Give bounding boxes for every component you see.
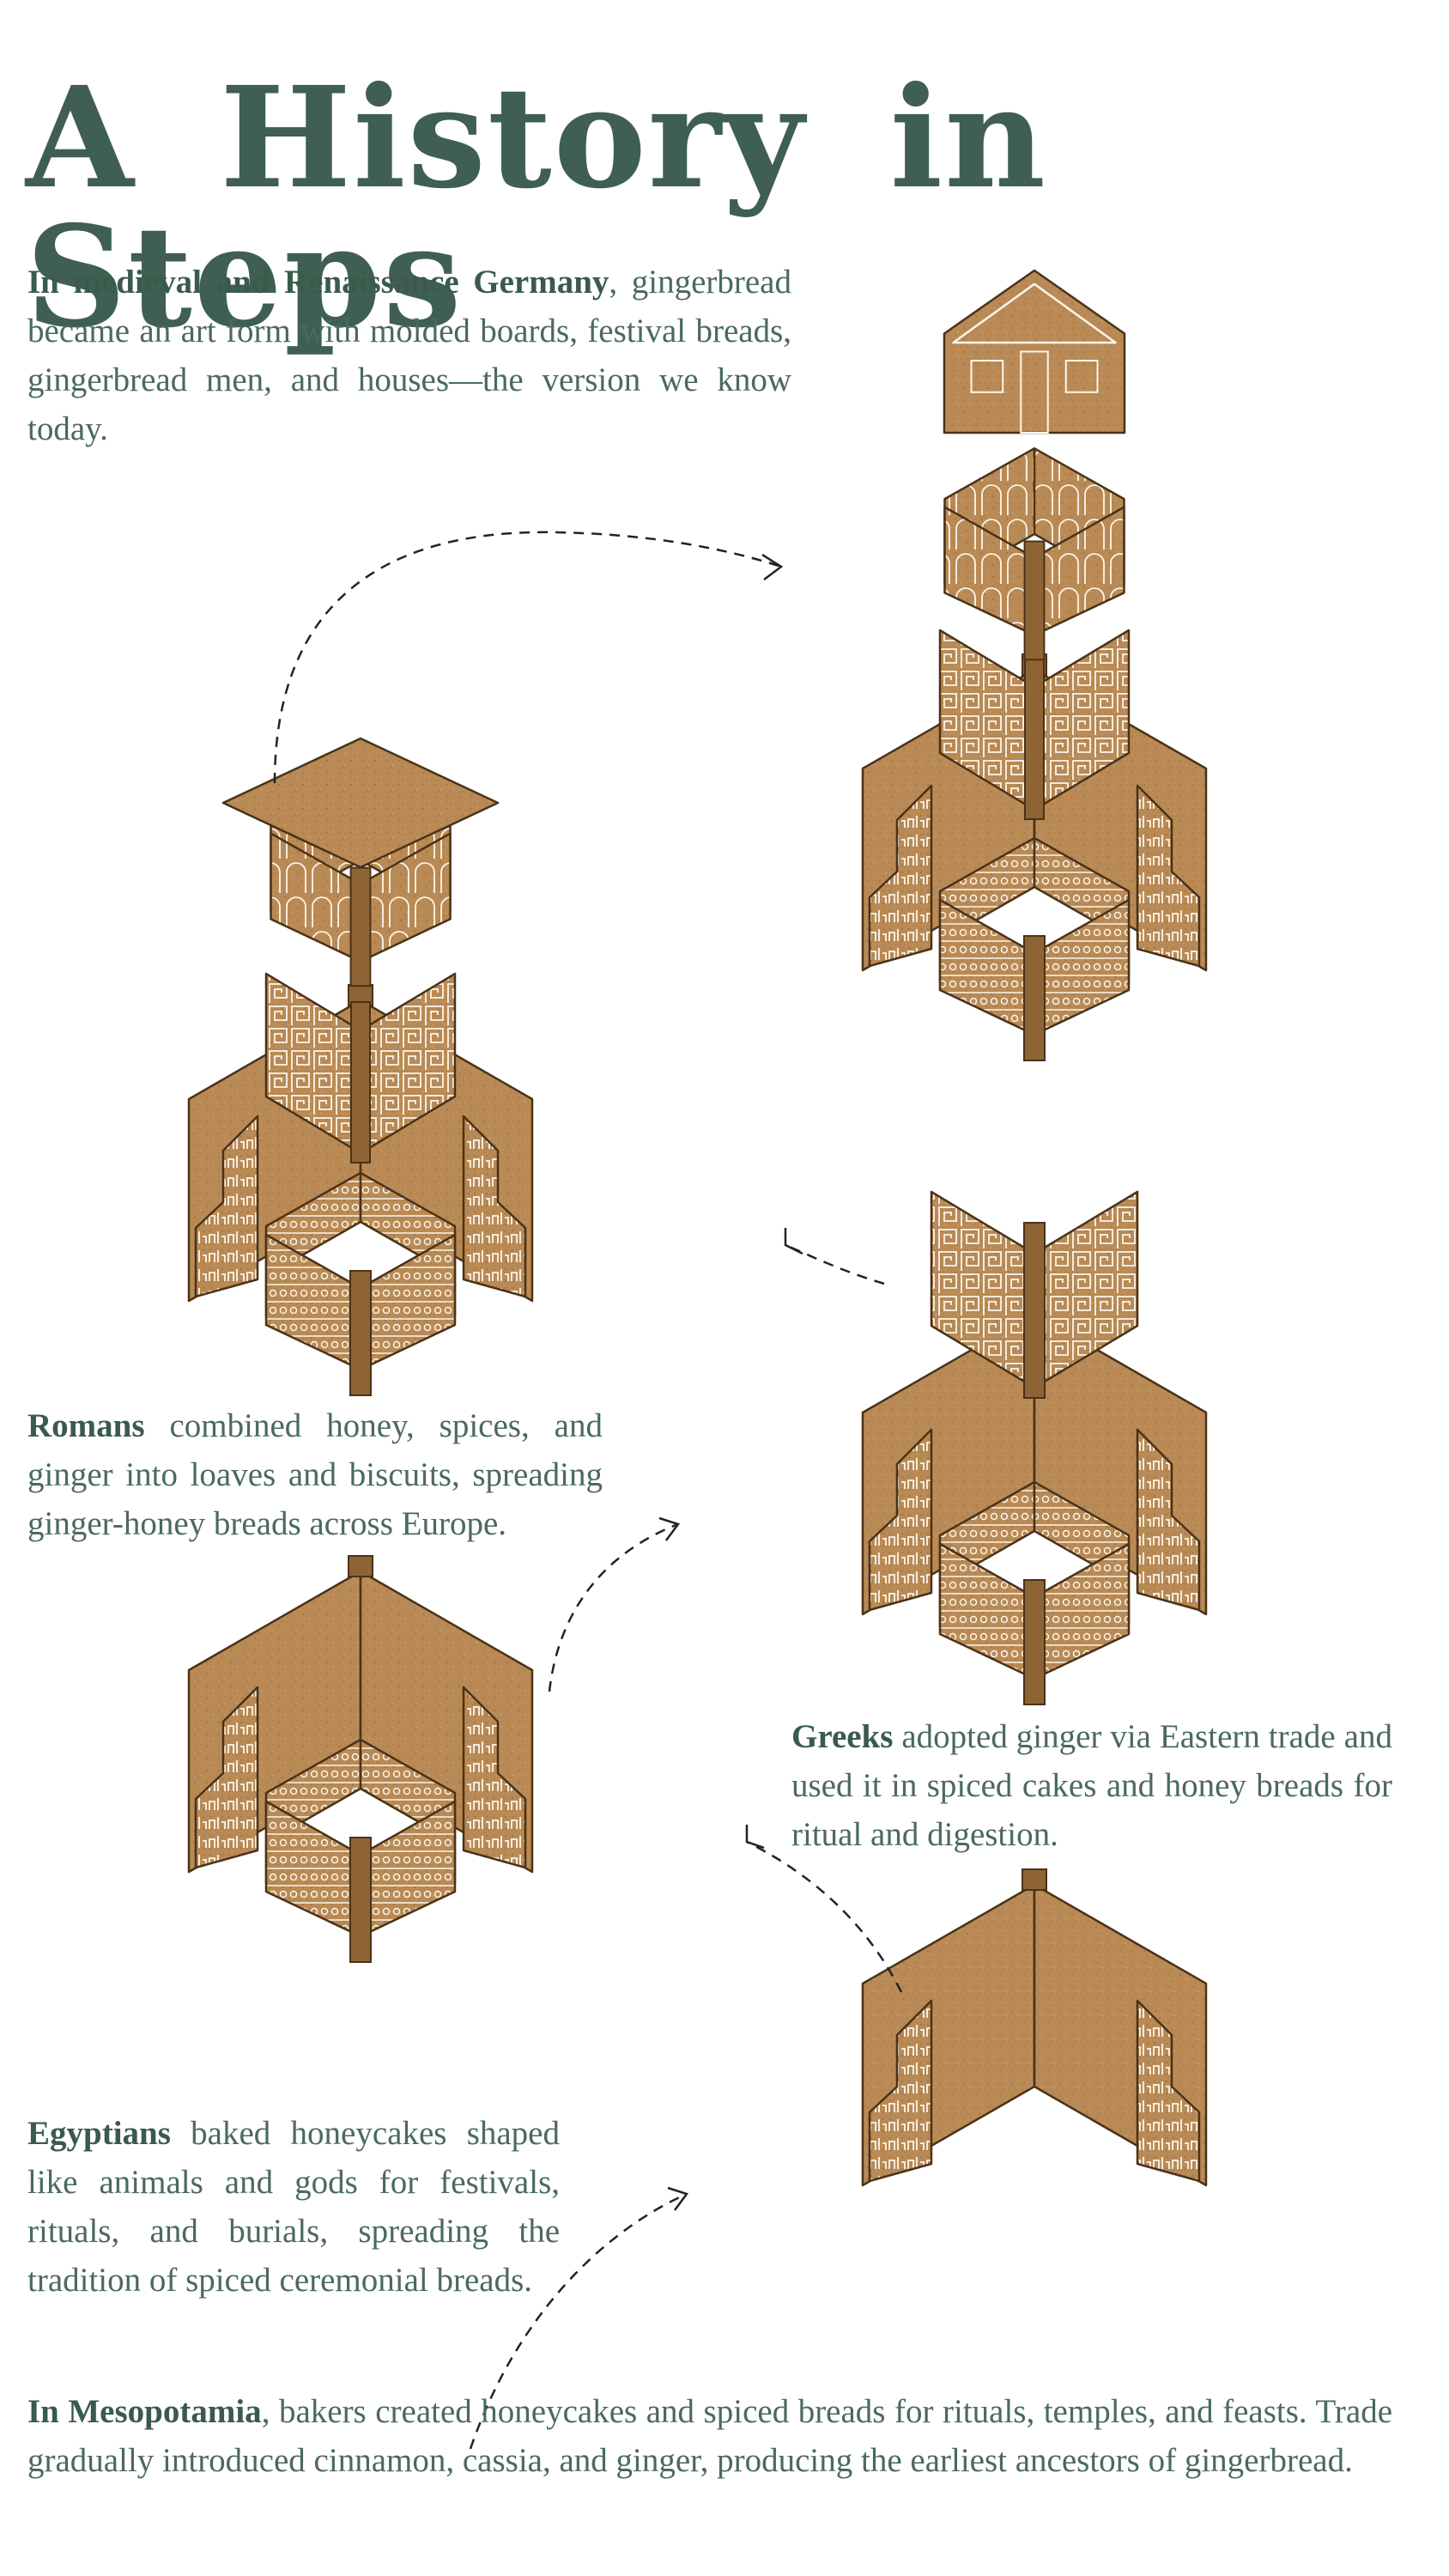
- caption-germany-text: , gingerbread became an art form with mo…: [27, 264, 791, 447]
- stepped-icing-left: [194, 1115, 259, 1298]
- slot-tab: [1022, 1868, 1047, 1891]
- arrow-egyptians-greeks-path: [746, 1840, 903, 1993]
- romans-lid: [221, 737, 500, 869]
- arrow-mesopotamia-egyptians: [469, 2186, 689, 2450]
- caption-mesopotamia: In Mesopotamia, bakers created honeycake…: [27, 2387, 1392, 2485]
- step-germany-model: [861, 269, 1208, 1061]
- tier-post: [349, 1837, 372, 1963]
- arrow-romans-germany-path: [273, 531, 782, 784]
- stepped-icing-left: [194, 1686, 259, 1869]
- stepped-icing-right: [1136, 1428, 1201, 1612]
- stepped-icing-right: [462, 1686, 527, 1869]
- caption-romans-lead: Romans: [27, 1407, 145, 1444]
- caption-mesopotamia-lead: In Mesopotamia: [27, 2393, 262, 2430]
- caption-greeks: Greeks adopted ginger via Eastern trade …: [791, 1712, 1392, 1859]
- caption-egyptians-lead: Egyptians: [27, 2115, 171, 2152]
- tier-post: [349, 1270, 372, 1396]
- arrow-egyptians-greeks: [745, 1825, 903, 1993]
- arrow-greeks-romans-path: [548, 1522, 679, 1692]
- arrow-greeks-romans-head: [658, 1516, 681, 1541]
- house-roofline: [952, 283, 1117, 344]
- stepped-icing-left: [868, 1999, 933, 2183]
- caption-romans: Romans combined honey, spices, and ginge…: [27, 1401, 603, 1548]
- arrow-mesopotamia-egyptians-path: [469, 2192, 688, 2450]
- step-egyptians-model: [187, 1555, 534, 1963]
- stepped-icing-left: [868, 1428, 933, 1612]
- house-window-left: [970, 360, 1004, 393]
- stepped-icing-right: [1136, 1999, 1201, 2183]
- stepped-icing-right: [462, 1115, 527, 1298]
- arrow-romans-greeks-path: [785, 1243, 885, 1285]
- arrow-romans-greeks-head: [784, 1228, 803, 1255]
- panel-post: [1024, 658, 1045, 820]
- arrow-egyptians-greeks-head: [745, 1825, 765, 1850]
- caption-germany-lead: In medieval and Renaissance Germany: [27, 264, 609, 301]
- caption-germany: In medieval and Renaissance Germany, gin…: [27, 258, 791, 453]
- tier-post: [349, 866, 372, 987]
- step-romans-model: [187, 737, 534, 1396]
- arrow-romans-greeks: [784, 1228, 885, 1285]
- caption-egyptians: Egyptians baked honeycakes shaped like a…: [27, 2109, 560, 2305]
- panel-post: [350, 1001, 371, 1163]
- arrow-greeks-romans: [548, 1516, 681, 1692]
- stepped-icing-right: [1136, 784, 1201, 968]
- tier-post: [1023, 1579, 1046, 1705]
- step-greeks-model: [861, 1190, 1208, 1705]
- slot-tab: [348, 1555, 373, 1577]
- stepped-icing-left: [868, 784, 933, 968]
- caption-egyptians-text: baked honeycakes shaped like animals and…: [27, 2115, 560, 2299]
- caption-greeks-lead: Greeks: [791, 1718, 894, 1755]
- tier-post: [1023, 935, 1046, 1061]
- arrow-mesopotamia-egyptians-head: [667, 2186, 689, 2211]
- caption-mesopotamia-text: , bakers created honeycakes and spiced b…: [27, 2393, 1393, 2479]
- tier-post: [1023, 540, 1046, 661]
- arrow-romans-germany: [273, 531, 784, 784]
- page-title: A History in Steps: [26, 57, 1047, 359]
- step-mesopotamia-model: [861, 1868, 1208, 2187]
- house-door: [1020, 350, 1049, 434]
- house-window-right: [1064, 360, 1099, 393]
- caption-greeks-text: adopted ginger via Eastern trade and use…: [791, 1718, 1392, 1853]
- arrow-romans-germany-head: [761, 553, 784, 580]
- panel-post: [1023, 1222, 1046, 1399]
- caption-romans-text: combined honey, spices, and ginger into …: [27, 1407, 603, 1542]
